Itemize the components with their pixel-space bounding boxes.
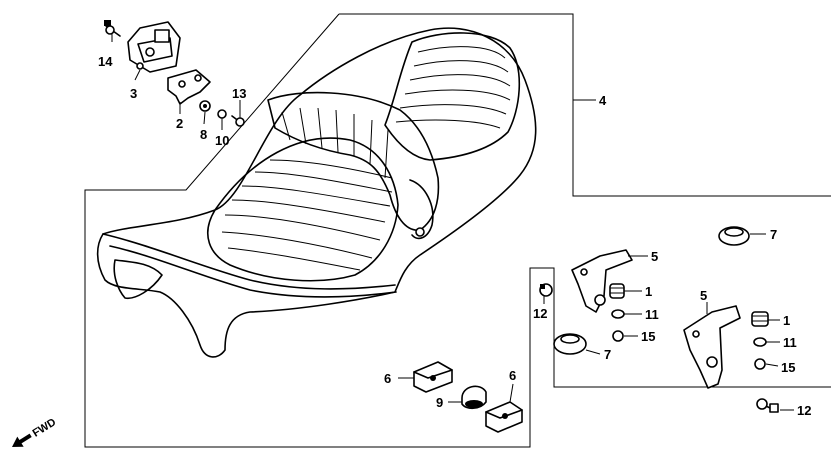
callout-3: 3 (130, 86, 137, 101)
washer-11-left (611, 309, 625, 319)
bracket-2 (167, 69, 211, 105)
fwd-arrow: FWD (12, 416, 59, 447)
seat-assembly (96, 27, 537, 358)
callout-7-top: 7 (770, 227, 777, 242)
callout-1-right: 1 (783, 313, 790, 328)
bracket-5-right (683, 305, 741, 389)
clip-6-left (413, 361, 453, 393)
nut-8 (199, 100, 211, 112)
callout-9: 9 (436, 395, 443, 410)
screw-14 (104, 20, 121, 37)
leader-lines (111, 34, 794, 411)
callout-7-bottom: 7 (604, 347, 611, 362)
cushion-7-bottom (553, 333, 587, 355)
washer-11-right (753, 337, 767, 347)
bolt-12-right (756, 398, 779, 413)
callout-8: 8 (200, 127, 207, 142)
callout-15-right: 15 (781, 360, 795, 375)
callout-12-right: 12 (797, 403, 811, 418)
callout-14: 14 (98, 54, 113, 69)
cushion-7-top (718, 226, 750, 246)
fwd-label: FWD (31, 416, 59, 439)
callout-10: 10 (215, 133, 229, 148)
callout-11-right: 11 (783, 335, 797, 350)
callout-6-left: 6 (384, 371, 391, 386)
lock-assembly (127, 21, 181, 73)
callout-13: 13 (232, 86, 246, 101)
callout-5-right: 5 (700, 288, 707, 303)
callout-1-left: 1 (645, 284, 652, 299)
callout-2: 2 (176, 116, 183, 131)
nut-15-left (612, 330, 624, 342)
callout-15-left: 15 (641, 329, 655, 344)
callout-11-left: 11 (645, 307, 659, 322)
grommet-1-right (751, 311, 769, 327)
callout-5-left: 5 (651, 249, 658, 264)
callout-4: 4 (599, 93, 607, 108)
callout-6-right: 6 (509, 368, 516, 383)
washer-10 (217, 109, 227, 119)
grommet-1-left (609, 283, 625, 299)
callout-12-left: 12 (533, 306, 547, 321)
clip-6-right (485, 401, 523, 433)
group-boundary-seat (339, 13, 831, 197)
nut-15-right (754, 358, 766, 370)
bolt-13 (231, 115, 245, 127)
bracket-5-left (571, 249, 633, 313)
bolt-12-left (539, 283, 553, 297)
damper-9 (461, 385, 487, 410)
